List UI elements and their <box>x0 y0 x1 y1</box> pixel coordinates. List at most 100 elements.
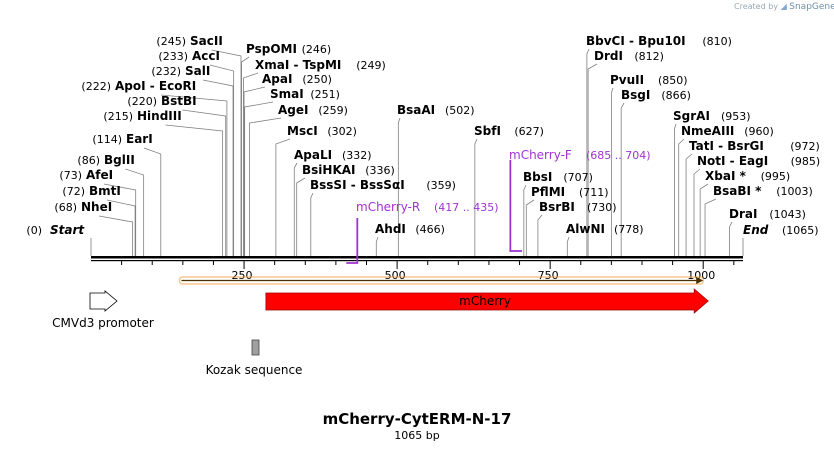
site-sali[interactable]: (232)SalI <box>151 64 210 78</box>
site-leader-apai <box>243 86 266 256</box>
site-bmti[interactable]: (72)BmtI <box>62 184 120 198</box>
site-leader-bsihkai <box>296 177 306 256</box>
site-drai[interactable]: DraI(1043) <box>729 207 806 221</box>
site-alwni[interactable]: AlwNI(778) <box>566 222 644 236</box>
site-name: PvuII <box>610 73 644 87</box>
site-xbai[interactable]: XbaI *(995) <box>705 169 790 183</box>
site-position: (249) <box>356 59 386 72</box>
site-position: (220) <box>127 95 157 108</box>
site-position: (960) <box>744 125 774 138</box>
site-pflmi[interactable]: PflMI(711) <box>531 185 609 199</box>
site-bsaai[interactable]: BsaAI(502) <box>397 103 475 117</box>
site-position: (1003) <box>776 185 813 198</box>
site-leader-nmeaiii <box>678 138 685 256</box>
site-sbfi[interactable]: SbfI(627) <box>474 124 544 138</box>
site-apali[interactable]: ApaLI(332) <box>294 148 372 162</box>
site-leader-bbvci-bpu10i <box>586 48 590 256</box>
start-name: Start <box>50 223 85 237</box>
site-bsabi[interactable]: BsaBI *(1003) <box>713 184 813 198</box>
site-leader-hindiii <box>165 124 224 256</box>
site-agei[interactable]: AgeI (259) <box>278 103 348 117</box>
site-bsssi-bsss-i[interactable]: BssSI - BssSαI(359) <box>310 178 456 192</box>
site-afei[interactable]: (73)AfeI <box>59 168 113 182</box>
site-sacii[interactable]: (245)SacII <box>156 34 222 48</box>
site-leaders <box>90 48 744 256</box>
site-bbvci-bpu10i[interactable]: BbvCI - Bpu10I(810) <box>586 34 732 48</box>
site-leader-sgrai <box>674 123 677 256</box>
primer-bar <box>346 218 359 264</box>
site-pspomi[interactable]: PspOMI(246) <box>246 42 331 56</box>
orf-outline <box>178 276 704 285</box>
site-noti-eagi[interactable]: NotI - EagI(985) <box>697 154 820 168</box>
site-leader-bsgi <box>620 102 625 256</box>
site-leader-agei <box>249 117 282 256</box>
site-tati-bsrgi[interactable]: TatI - BsrGI(972) <box>689 139 820 153</box>
site-position: (866) <box>661 89 691 102</box>
site-bsihkai[interactable]: BsiHKAI(336) <box>302 163 395 177</box>
site-apoi-ecori[interactable]: (222)ApoI - EcoRI <box>81 79 196 93</box>
site-msci[interactable]: MscI(302) <box>287 124 357 138</box>
site-leader-pvuii <box>610 87 614 256</box>
map-title: mCherry-CytERM-N-17 <box>322 410 512 428</box>
site-leader-pspomi <box>241 56 250 256</box>
site-leader-sbfi <box>474 138 478 256</box>
site-leader-drdi <box>587 63 598 256</box>
site-leader-msci <box>275 138 291 256</box>
site-name: AfeI <box>86 168 113 182</box>
site-position: (995) <box>761 170 791 183</box>
site-leader-bglii <box>125 168 145 256</box>
orf-arrowhead <box>696 277 704 284</box>
site-bsrbi[interactable]: BsrBI(730) <box>539 200 617 214</box>
site-acci[interactable]: (233)AccI <box>158 49 220 63</box>
site-position: (972) <box>790 140 820 153</box>
primer-mcherry-r[interactable]: mCherry-R(417 .. 435) <box>346 200 499 264</box>
site-drdi[interactable]: DrdI(812) <box>594 49 664 63</box>
site-sgrai[interactable]: SgrAI(953) <box>673 109 751 123</box>
primer-mcherry-f[interactable]: mCherry-F(685 .. 704) <box>509 148 651 252</box>
site-leader-bbsi <box>523 184 527 256</box>
site-nhei[interactable]: (68)NheI <box>54 200 112 214</box>
site-name: BbsI <box>523 170 552 184</box>
site-position: (359) <box>426 179 456 192</box>
site-eari[interactable]: (114)EarI <box>92 132 152 146</box>
site-leader-smai <box>244 101 274 256</box>
site-name: AgeI <box>278 103 308 117</box>
site-bglii[interactable]: (86)BglII <box>77 153 134 167</box>
site-leader-bsabi <box>704 198 717 256</box>
site-bsgi[interactable]: BsgI(866) <box>621 88 691 102</box>
snapgene-credit: Created by ◢ SnapGene <box>734 2 834 12</box>
site-position: (1043) <box>769 208 806 221</box>
site-position: (246) <box>302 43 332 56</box>
site-position: (810) <box>702 35 732 48</box>
site-name: BsiHKAI <box>302 163 356 177</box>
site-smai[interactable]: SmaI(251) <box>270 87 340 101</box>
feature-label: CMVd3 promoter <box>52 316 154 330</box>
site-leader-apali <box>293 162 298 256</box>
site-ahdi[interactable]: AhdI(466) <box>375 222 445 236</box>
site-apai[interactable]: ApaI(250) <box>262 72 332 86</box>
site-position: (259) <box>318 104 348 117</box>
backbone-top-line <box>91 256 743 259</box>
site-position: (850) <box>658 74 688 87</box>
site-bbsi[interactable]: BbsI(707) <box>523 170 593 184</box>
site-name: BsaAI <box>397 103 435 117</box>
site-xmai-tspmi[interactable]: XmaI - TspMI (249) <box>255 58 386 72</box>
site-name: BmtI <box>89 184 121 198</box>
site-position: (985) <box>791 155 821 168</box>
primer-bar <box>509 160 522 252</box>
site-nmeaiii[interactable]: NmeAIII(960) <box>681 124 774 138</box>
site-name: XmaI - TspMI <box>255 58 341 72</box>
site-hindiii[interactable]: (215)HindIII <box>103 109 181 123</box>
site-leader-bmti <box>106 199 136 256</box>
site-position: (114) <box>92 133 122 146</box>
site-leader-tati-bsrgi <box>685 153 693 256</box>
end-position: (1065) <box>782 224 819 237</box>
feature-kozak-sequence[interactable]: Kozak sequence <box>206 339 303 377</box>
feature-mcherry[interactable]: mCherry <box>265 288 709 314</box>
credit-prefix: Created by <box>734 2 779 11</box>
feature-cmvd3-promoter[interactable]: CMVd3 promoter <box>52 290 154 330</box>
site-bstbi[interactable]: (220)BstBI <box>127 94 196 108</box>
site-pvuii[interactable]: PvuII (850) <box>610 73 688 87</box>
